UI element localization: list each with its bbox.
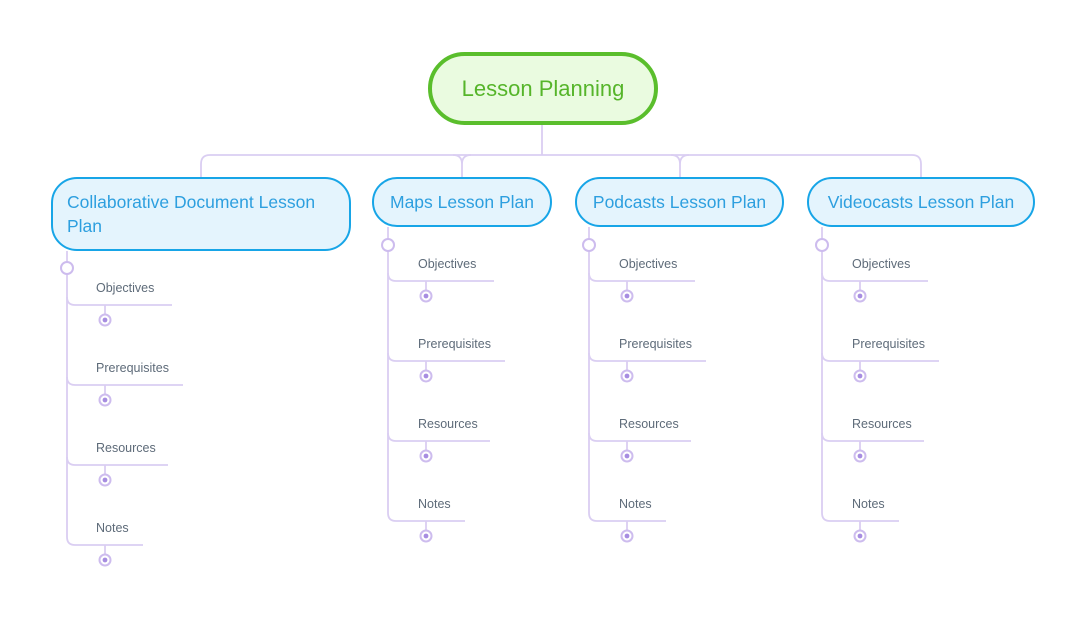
subtopic-label[interactable]: Prerequisites bbox=[852, 337, 925, 351]
subtopic-label[interactable]: Objectives bbox=[418, 257, 477, 271]
subtopic-label[interactable]: Prerequisites bbox=[96, 361, 169, 375]
root-connector bbox=[200, 124, 922, 177]
bullseye-icon[interactable] bbox=[620, 289, 634, 543]
subtopic-label[interactable]: Prerequisites bbox=[619, 337, 692, 351]
branch-2-connector bbox=[387, 227, 505, 531]
node-podcasts-lesson-plan[interactable]: Podcasts Lesson Plan bbox=[575, 177, 784, 227]
subtopic-label[interactable]: Objectives bbox=[619, 257, 678, 271]
root-node-lesson-planning[interactable]: Lesson Planning bbox=[428, 52, 658, 125]
node-maps-lesson-plan[interactable]: Maps Lesson Plan bbox=[372, 177, 552, 227]
subtopic-label[interactable]: Notes bbox=[418, 497, 451, 511]
subtopic-label[interactable]: Resources bbox=[96, 441, 156, 455]
subtopic-label[interactable]: Prerequisites bbox=[418, 337, 491, 351]
attach-point-ring-icon[interactable] bbox=[60, 261, 74, 275]
bullseye-icon[interactable] bbox=[98, 313, 112, 567]
branch-4-connector bbox=[821, 227, 939, 531]
subtopic-label[interactable]: Objectives bbox=[96, 281, 155, 295]
subtopic-label[interactable]: Resources bbox=[418, 417, 478, 431]
bullseye-icon[interactable] bbox=[853, 289, 867, 543]
attach-point-ring-icon[interactable] bbox=[381, 238, 395, 252]
subtopic-label[interactable]: Objectives bbox=[852, 257, 911, 271]
subtopic-label[interactable]: Notes bbox=[96, 521, 129, 535]
subtopic-label[interactable]: Resources bbox=[619, 417, 679, 431]
branch-3-connector bbox=[588, 227, 706, 531]
attach-point-ring-icon[interactable] bbox=[582, 238, 596, 252]
subtopic-label[interactable]: Resources bbox=[852, 417, 912, 431]
subtopic-label[interactable]: Notes bbox=[852, 497, 885, 511]
bullseye-icon[interactable] bbox=[419, 289, 433, 543]
node-collaborative-document-lesson-plan[interactable]: Collaborative Document Lesson Plan bbox=[51, 177, 351, 251]
branch-1-connector bbox=[66, 251, 183, 555]
attach-point-ring-icon[interactable] bbox=[815, 238, 829, 252]
subtopic-label[interactable]: Notes bbox=[619, 497, 652, 511]
node-videocasts-lesson-plan[interactable]: Videocasts Lesson Plan bbox=[807, 177, 1035, 227]
